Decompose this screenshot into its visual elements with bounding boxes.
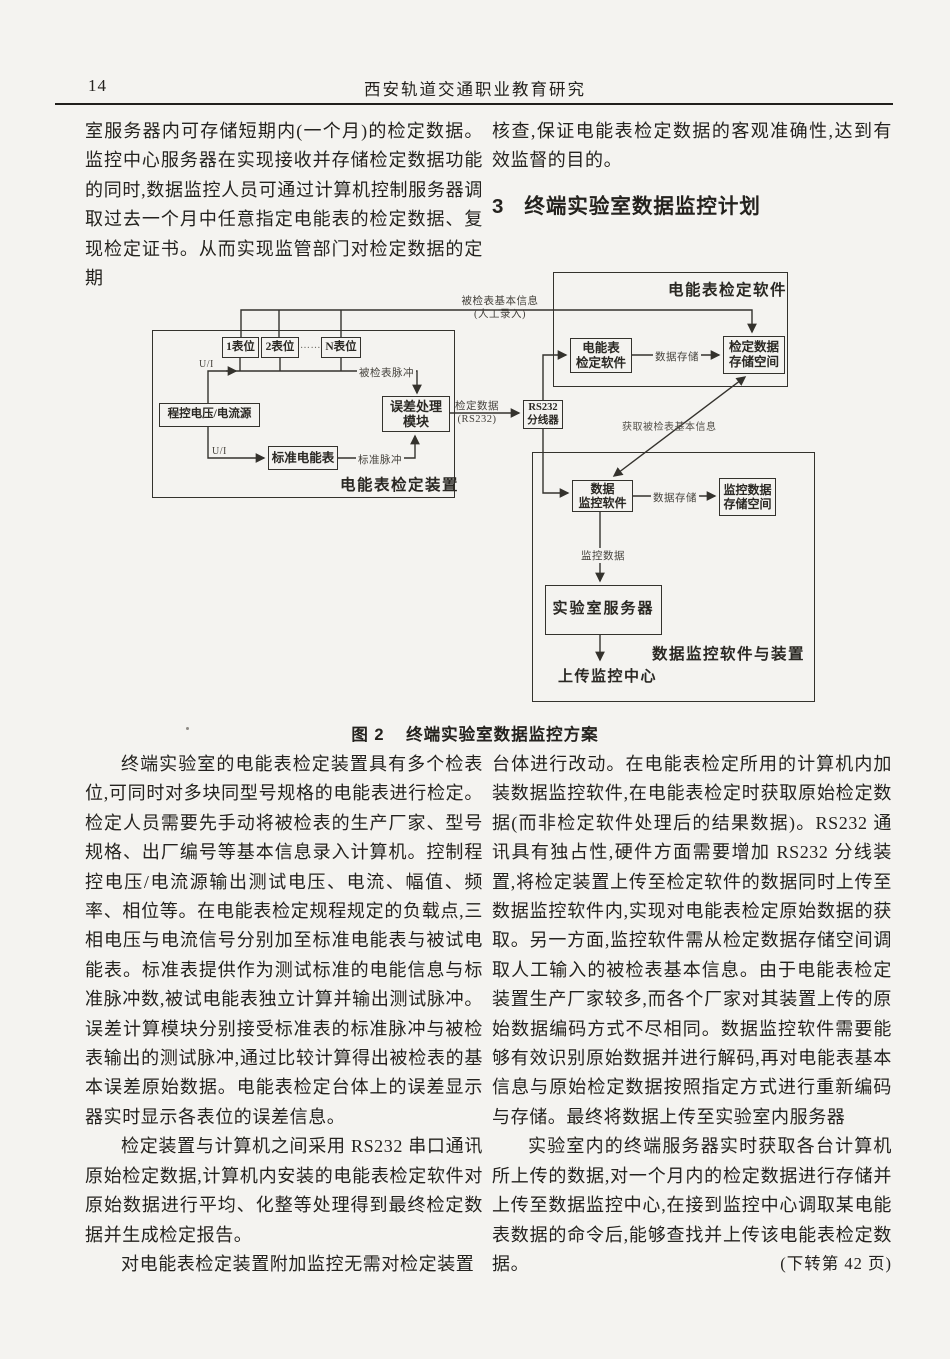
figure-caption: 图 2 终端实验室数据监控方案 [0, 721, 950, 745]
label-verify-data-rs232: 检定数据 (RS232) [455, 401, 499, 425]
label-monitor-data: 监控数据 [579, 548, 627, 563]
paragraph: 检定装置与计算机之间采用 RS232 串口通讯原始检定数据,计算机内安装的电能表… [85, 1136, 483, 1245]
paragraph: 实验室内的终端服务器实时获取各台计算机所上传的数据,对一个月内的检定数据进行存储… [492, 1136, 892, 1274]
section-title: 终端实验室数据监控计划 [524, 194, 761, 218]
label-tested-pulse: 被检表脉冲 [357, 365, 416, 380]
intro-left-column: 室服务器内可存储短期内(一个月)的检定数据。监控中心服务器在实现接收并存储检定数… [85, 117, 483, 293]
ellipsis-dots: …… [300, 340, 321, 351]
body-left-column: 终端实验室的电能表检定装置具有多个检表位,可同时对多块同型号规格的电能表进行检定… [85, 750, 483, 1279]
label-get-basic-info: 获取被检表基本信息 [622, 422, 717, 433]
section-heading: 3 终端实验室数据监控计划 [492, 189, 892, 219]
label-basic-info: 被检表基本信息 (人工录入) [461, 296, 539, 320]
box-meter-position-1: 1表位 [222, 337, 259, 358]
diagram-connectors [207, 309, 757, 662]
box-verify-software: 电能表 检定软件 [570, 338, 632, 373]
box-rs232-splitter: RS232 分线器 [523, 400, 563, 429]
label-standard-pulse: 标准脉冲 [356, 452, 404, 467]
page-number: 14 [88, 76, 107, 95]
box-monitor-software: 数据 监控软件 [572, 480, 633, 512]
label-data-store-lower: 数据存储 [651, 490, 699, 505]
label-ui-top: U/I [199, 359, 214, 370]
box-error-module: 误差处理 模块 [382, 396, 450, 432]
label-data-store-upper: 数据存储 [653, 349, 701, 364]
label-upload-center: 上传监控中心 [558, 669, 658, 685]
scan-artifact-dot [186, 727, 189, 730]
box-monitor-data-storage: 监控数据 存储空间 [719, 478, 776, 516]
section-number: 3 [492, 194, 505, 218]
paragraph: 终端实验室的电能表检定装置具有多个检表位,可同时对多块同型号规格的电能表进行检定… [85, 754, 483, 1127]
monitor-group-label: 数据监控软件与装置 [652, 646, 806, 663]
figure-caption-label: 图 2 [351, 726, 385, 744]
paragraph: 室服务器内可存储短期内(一个月)的检定数据。监控中心服务器在实现接收并存储检定数… [85, 121, 483, 289]
header-rule [55, 103, 893, 105]
label-ui-bottom: U/I [212, 446, 227, 457]
journal-title: 西安轨道交通职业教育研究 [364, 80, 586, 99]
continuation-note: (下转第 42 页) [780, 1253, 892, 1273]
box-meter-position-2: 2表位 [261, 337, 299, 358]
paragraph: 台体进行改动。在电能表检定所用的计算机内加装数据监控软件,在电能表检定时获取原始… [492, 754, 892, 1127]
box-verify-data-storage: 检定数据 存储空间 [723, 336, 785, 374]
paragraph: 核查,保证电能表检定数据的客观准确性,达到有效监督的目的。 [492, 121, 892, 171]
software-group-frame [553, 272, 788, 387]
device-group-frame [152, 330, 455, 498]
intro-right-column: 核查,保证电能表检定数据的客观准确性,达到有效监督的目的。 3 终端实验室数据监… [492, 117, 892, 219]
paragraph: 对电能表检定装置附加监控无需对检定装置 [121, 1253, 475, 1274]
box-lab-server: 实验室服务器 [545, 585, 662, 635]
box-standard-meter: 标准电能表 [268, 446, 338, 470]
box-meter-position-n: N表位 [321, 337, 361, 358]
device-group-label: 电能表检定装置 [340, 477, 460, 494]
figure-caption-title: 终端实验室数据监控方案 [406, 726, 599, 744]
body-right-column: 台体进行改动。在电能表检定所用的计算机内加装数据监控软件,在电能表检定时获取原始… [492, 750, 892, 1274]
software-group-label: 电能表检定软件 [668, 282, 788, 299]
figure-2-diagram: 电能表检定装置 电能表检定软件 数据监控软件与装置 1表位 2表位 …… N表位… [0, 258, 950, 720]
box-programmable-source: 程控电压/电流源 [159, 403, 260, 427]
monitor-group-frame [532, 452, 815, 702]
